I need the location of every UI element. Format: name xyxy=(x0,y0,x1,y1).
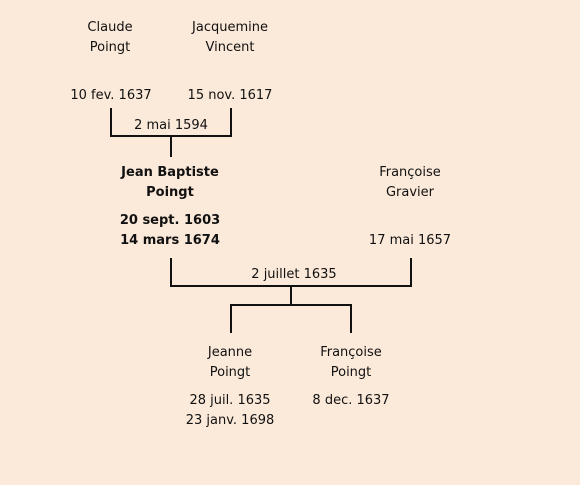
person-jean-baptiste-poingt: Jean Baptiste Poingt xyxy=(105,163,235,203)
date-jacquemine: 15 nov. 1617 xyxy=(187,88,273,103)
last-name: Gravier xyxy=(385,185,435,200)
first-name: Jean Baptiste xyxy=(121,165,219,180)
date-francoise-poingt: 8 dec. 1637 xyxy=(312,393,390,408)
first-name: Françoise xyxy=(379,165,441,180)
last-name: Poingt xyxy=(146,185,194,200)
marriage-date-parents: 2 mai 1594 xyxy=(131,117,211,135)
marriage-date-main: 2 juillet 1635 xyxy=(244,266,344,284)
last-name: Poingt xyxy=(330,365,372,380)
last-name: Poingt xyxy=(89,40,131,55)
first-name: Jacquemine xyxy=(192,20,268,35)
last-name: Vincent xyxy=(205,40,255,55)
death-date-jeanne: 23 janv. 1698 xyxy=(185,413,275,428)
person-jacquemine-vincent: Jacquemine Vincent xyxy=(170,18,290,58)
first-name: Claude xyxy=(87,20,133,35)
person-francoise-poingt: Françoise Poingt xyxy=(296,343,406,383)
first-name: Françoise xyxy=(320,345,382,360)
last-name: Poingt xyxy=(209,365,251,380)
birth-date-jean-baptiste: 20 sept. 1603 xyxy=(119,213,221,228)
birth-date-jeanne: 28 juil. 1635 xyxy=(189,393,271,408)
first-name: Jeanne xyxy=(207,345,253,360)
person-francoise-gravier: Françoise Gravier xyxy=(350,163,470,203)
person-claude-poingt: Claude Poingt xyxy=(60,18,160,58)
person-jeanne-poingt: Jeanne Poingt xyxy=(175,343,285,383)
date-francoise-gravier: 17 mai 1657 xyxy=(368,233,452,248)
date-claude: 10 fev. 1637 xyxy=(70,88,152,103)
death-date-jean-baptiste: 14 mars 1674 xyxy=(120,233,220,248)
